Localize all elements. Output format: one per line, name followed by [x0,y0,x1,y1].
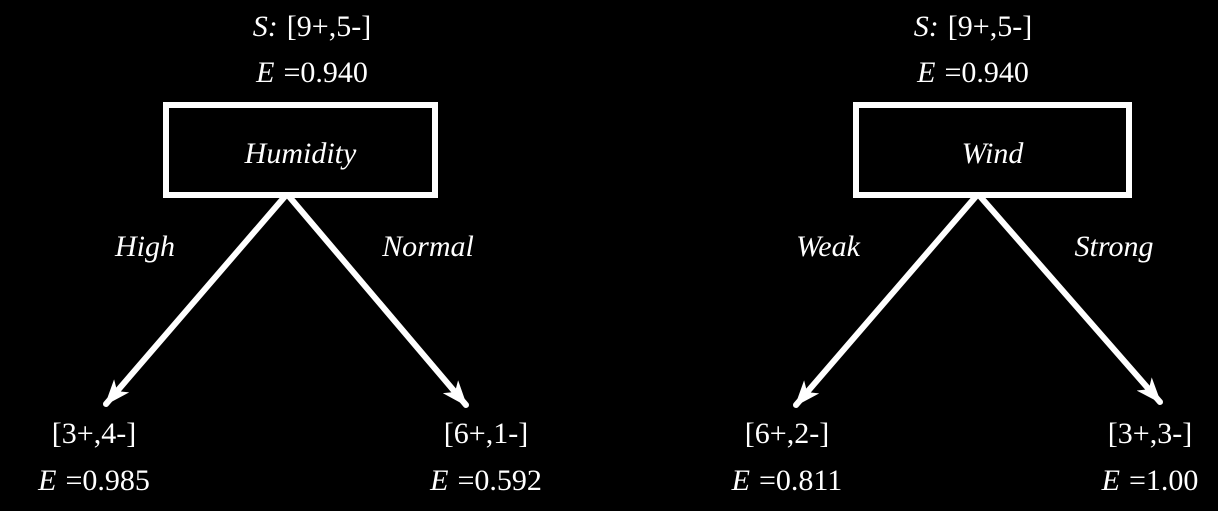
entropy-value: =0.940 [944,56,1029,89]
leaf-set: [3+,4-] [51,417,137,450]
entropy-value: =0.940 [283,56,368,89]
set-symbol: S: [252,10,278,43]
branch-label-strong: Strong [1074,230,1154,263]
humidity-node-label: Humidity [244,137,357,170]
entropy-value: =0.592 [457,464,542,497]
wind-root-stats: S:[9+,5-] E=0.940 [823,4,1123,96]
entropy-symbol: E [256,56,275,89]
set-symbol: S: [913,10,939,43]
entropy-symbol: E [917,56,936,89]
branch-label-weak: Weak [796,230,860,263]
humidity-root-entropy: E=0.940 [162,50,462,96]
leaf-entropy: E=0.985 [0,457,214,504]
leaf-entropy: E=1.00 [1030,457,1218,504]
leaf-set: [6+,2-] [744,417,830,450]
wind-root-set: S:[9+,5-] [823,4,1123,50]
humidity-root-set: S:[9+,5-] [162,4,462,50]
humidity-root-stats: S:[9+,5-] E=0.940 [162,4,462,96]
leaf-set: [3+,3-] [1107,417,1193,450]
leaf-set: [6+,1-] [443,417,529,450]
entropy-symbol: E [731,464,750,497]
wind-node-label: Wind [961,137,1024,170]
leaf-humidity-normal: [6+,1-] E=0.592 [366,410,606,504]
arrow-humidity-normal [284,191,469,408]
wind-node-box: Wind [853,102,1132,198]
leaf-humidity-high: [3+,4-] E=0.985 [0,410,214,504]
branch-label-high: High [115,230,175,263]
set-counts: [9+,5-] [286,10,372,43]
wind-root-entropy: E=0.940 [823,50,1123,96]
arrow-wind-strong [975,191,1163,405]
entropy-symbol: E [38,464,57,497]
leaf-entropy: E=0.592 [366,457,606,504]
leaf-entropy: E =0.811 [667,457,907,504]
entropy-symbol: E [430,464,449,497]
entropy-value: =1.00 [1128,464,1199,497]
branch-label-normal: Normal [382,230,474,263]
arrow-humidity-high [103,191,290,407]
humidity-node-box: Humidity [163,102,438,198]
entropy-symbol: E [1101,464,1120,497]
entropy-value: =0.811 [759,464,843,497]
leaf-wind-weak: [6+,2-] E =0.811 [667,410,907,504]
entropy-value: =0.985 [65,464,150,497]
leaf-wind-strong: [3+,3-] E=1.00 [1030,410,1218,504]
arrow-wind-weak [793,191,981,408]
set-counts: [9+,5-] [947,10,1033,43]
